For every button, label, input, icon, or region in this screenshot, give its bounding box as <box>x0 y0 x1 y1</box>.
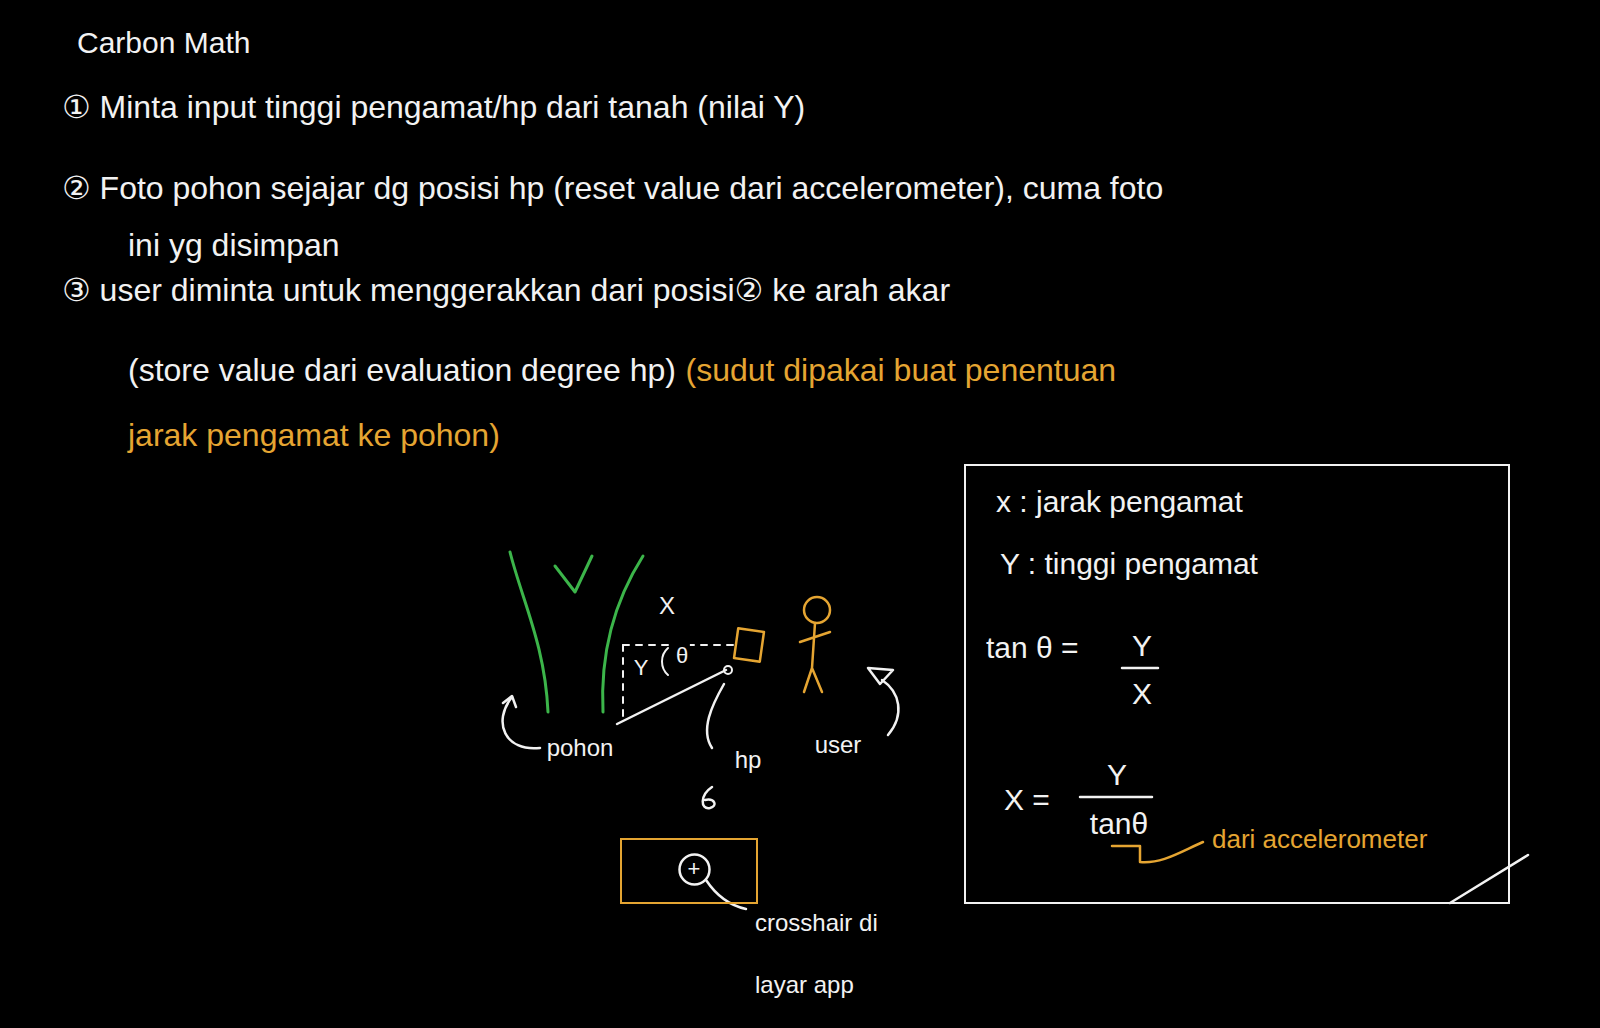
phone-symbol <box>734 628 764 661</box>
height-guide <box>622 645 624 718</box>
phone-pivot <box>724 666 732 674</box>
part-label: hp <box>733 746 764 775</box>
crosshair-symbol: + <box>688 856 701 882</box>
leader-hook <box>1112 842 1203 862</box>
note-text: dari accelerometer <box>1212 824 1427 855</box>
screen-box: + <box>620 838 758 904</box>
leader-hook <box>703 787 715 808</box>
tree-trunk <box>510 552 548 712</box>
step-text: ① Minta input tinggi pengamat/hp dari ta… <box>62 88 805 126</box>
step-text: (store value dari evaluation degree hp) <box>128 352 676 388</box>
user-body <box>800 623 830 692</box>
fraction-denominator: tanθ <box>1090 806 1148 842</box>
formula-box: x : jarak pengamat Y : tinggi pengamat tan… <box>964 464 1510 904</box>
step-text: ③ user diminta untuk menggerakkan dari p… <box>62 271 950 309</box>
part-label: pohon <box>545 734 616 763</box>
dimension-label: X <box>657 592 677 621</box>
step-text-block: (store value dari evaluation degree hp)(… <box>128 338 1145 468</box>
user-head <box>804 597 830 623</box>
arrow-head <box>503 696 516 707</box>
box-stroke <box>1450 855 1528 903</box>
title: Carbon Math <box>77 25 250 61</box>
definition-text: x : jarak pengamat <box>996 484 1243 520</box>
crosshair-circle <box>679 854 709 884</box>
dimension-label: Y <box>632 655 651 681</box>
angle-label: θ <box>674 643 690 669</box>
arrow-head <box>868 668 893 684</box>
formula-text: tan θ = <box>986 630 1079 666</box>
callout-label: crosshair di layar app <box>755 892 930 1016</box>
fraction-bar <box>1080 796 1152 799</box>
definition-text: Y : tinggi pengamat <box>1000 546 1258 582</box>
tree-branch <box>555 556 592 592</box>
leader-line <box>706 880 746 909</box>
formula-text: X = <box>1004 782 1050 818</box>
leader-line <box>707 684 724 748</box>
fraction-numerator: Y <box>1132 628 1152 664</box>
leader-line <box>882 680 898 735</box>
step-text: ② Foto pohon sejajar dg posisi hp (reset… <box>62 160 1200 274</box>
leader-line <box>503 697 540 748</box>
fraction-denominator: X <box>1132 676 1152 712</box>
fraction-bar <box>1122 667 1158 670</box>
part-label: user <box>813 731 864 760</box>
angle-arc <box>662 648 668 675</box>
fraction-numerator: Y <box>1107 757 1127 793</box>
